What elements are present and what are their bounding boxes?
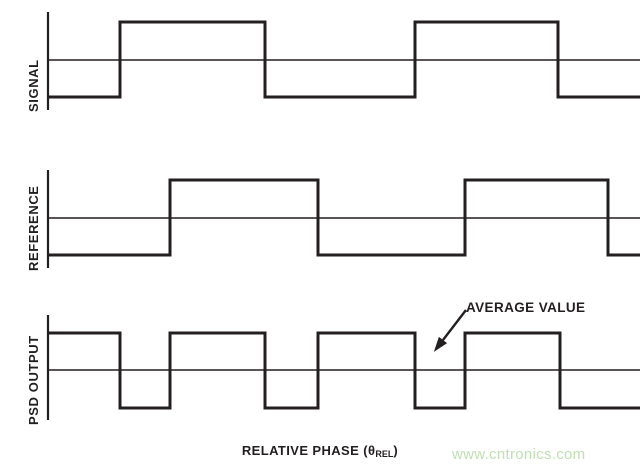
theta-symbol: θ [367,443,376,458]
waveform-psd-output [48,331,640,410]
waveform-reference [48,178,640,257]
watermark-text: www.cntronics.com [452,446,586,463]
x-axis-label: RELATIVE PHASE (θREL) [0,443,640,459]
axis-label-psd-output: PSD OUTPUT [26,335,41,425]
waveform-signal [48,20,640,99]
annotation-arrow-line-0 [442,309,467,341]
axis-label-reference: REFERENCE [26,185,41,271]
x-axis-label-main: RELATIVE PHASE ( [241,443,368,458]
axis-label-signal: SIGNAL [26,59,41,112]
x-axis-label-subscript: REL [375,449,394,459]
annotation-arrow-head-0 [433,336,448,352]
x-axis-label-close: ) [393,443,399,458]
average-value-annotation: AVERAGE VALUE [466,300,586,315]
